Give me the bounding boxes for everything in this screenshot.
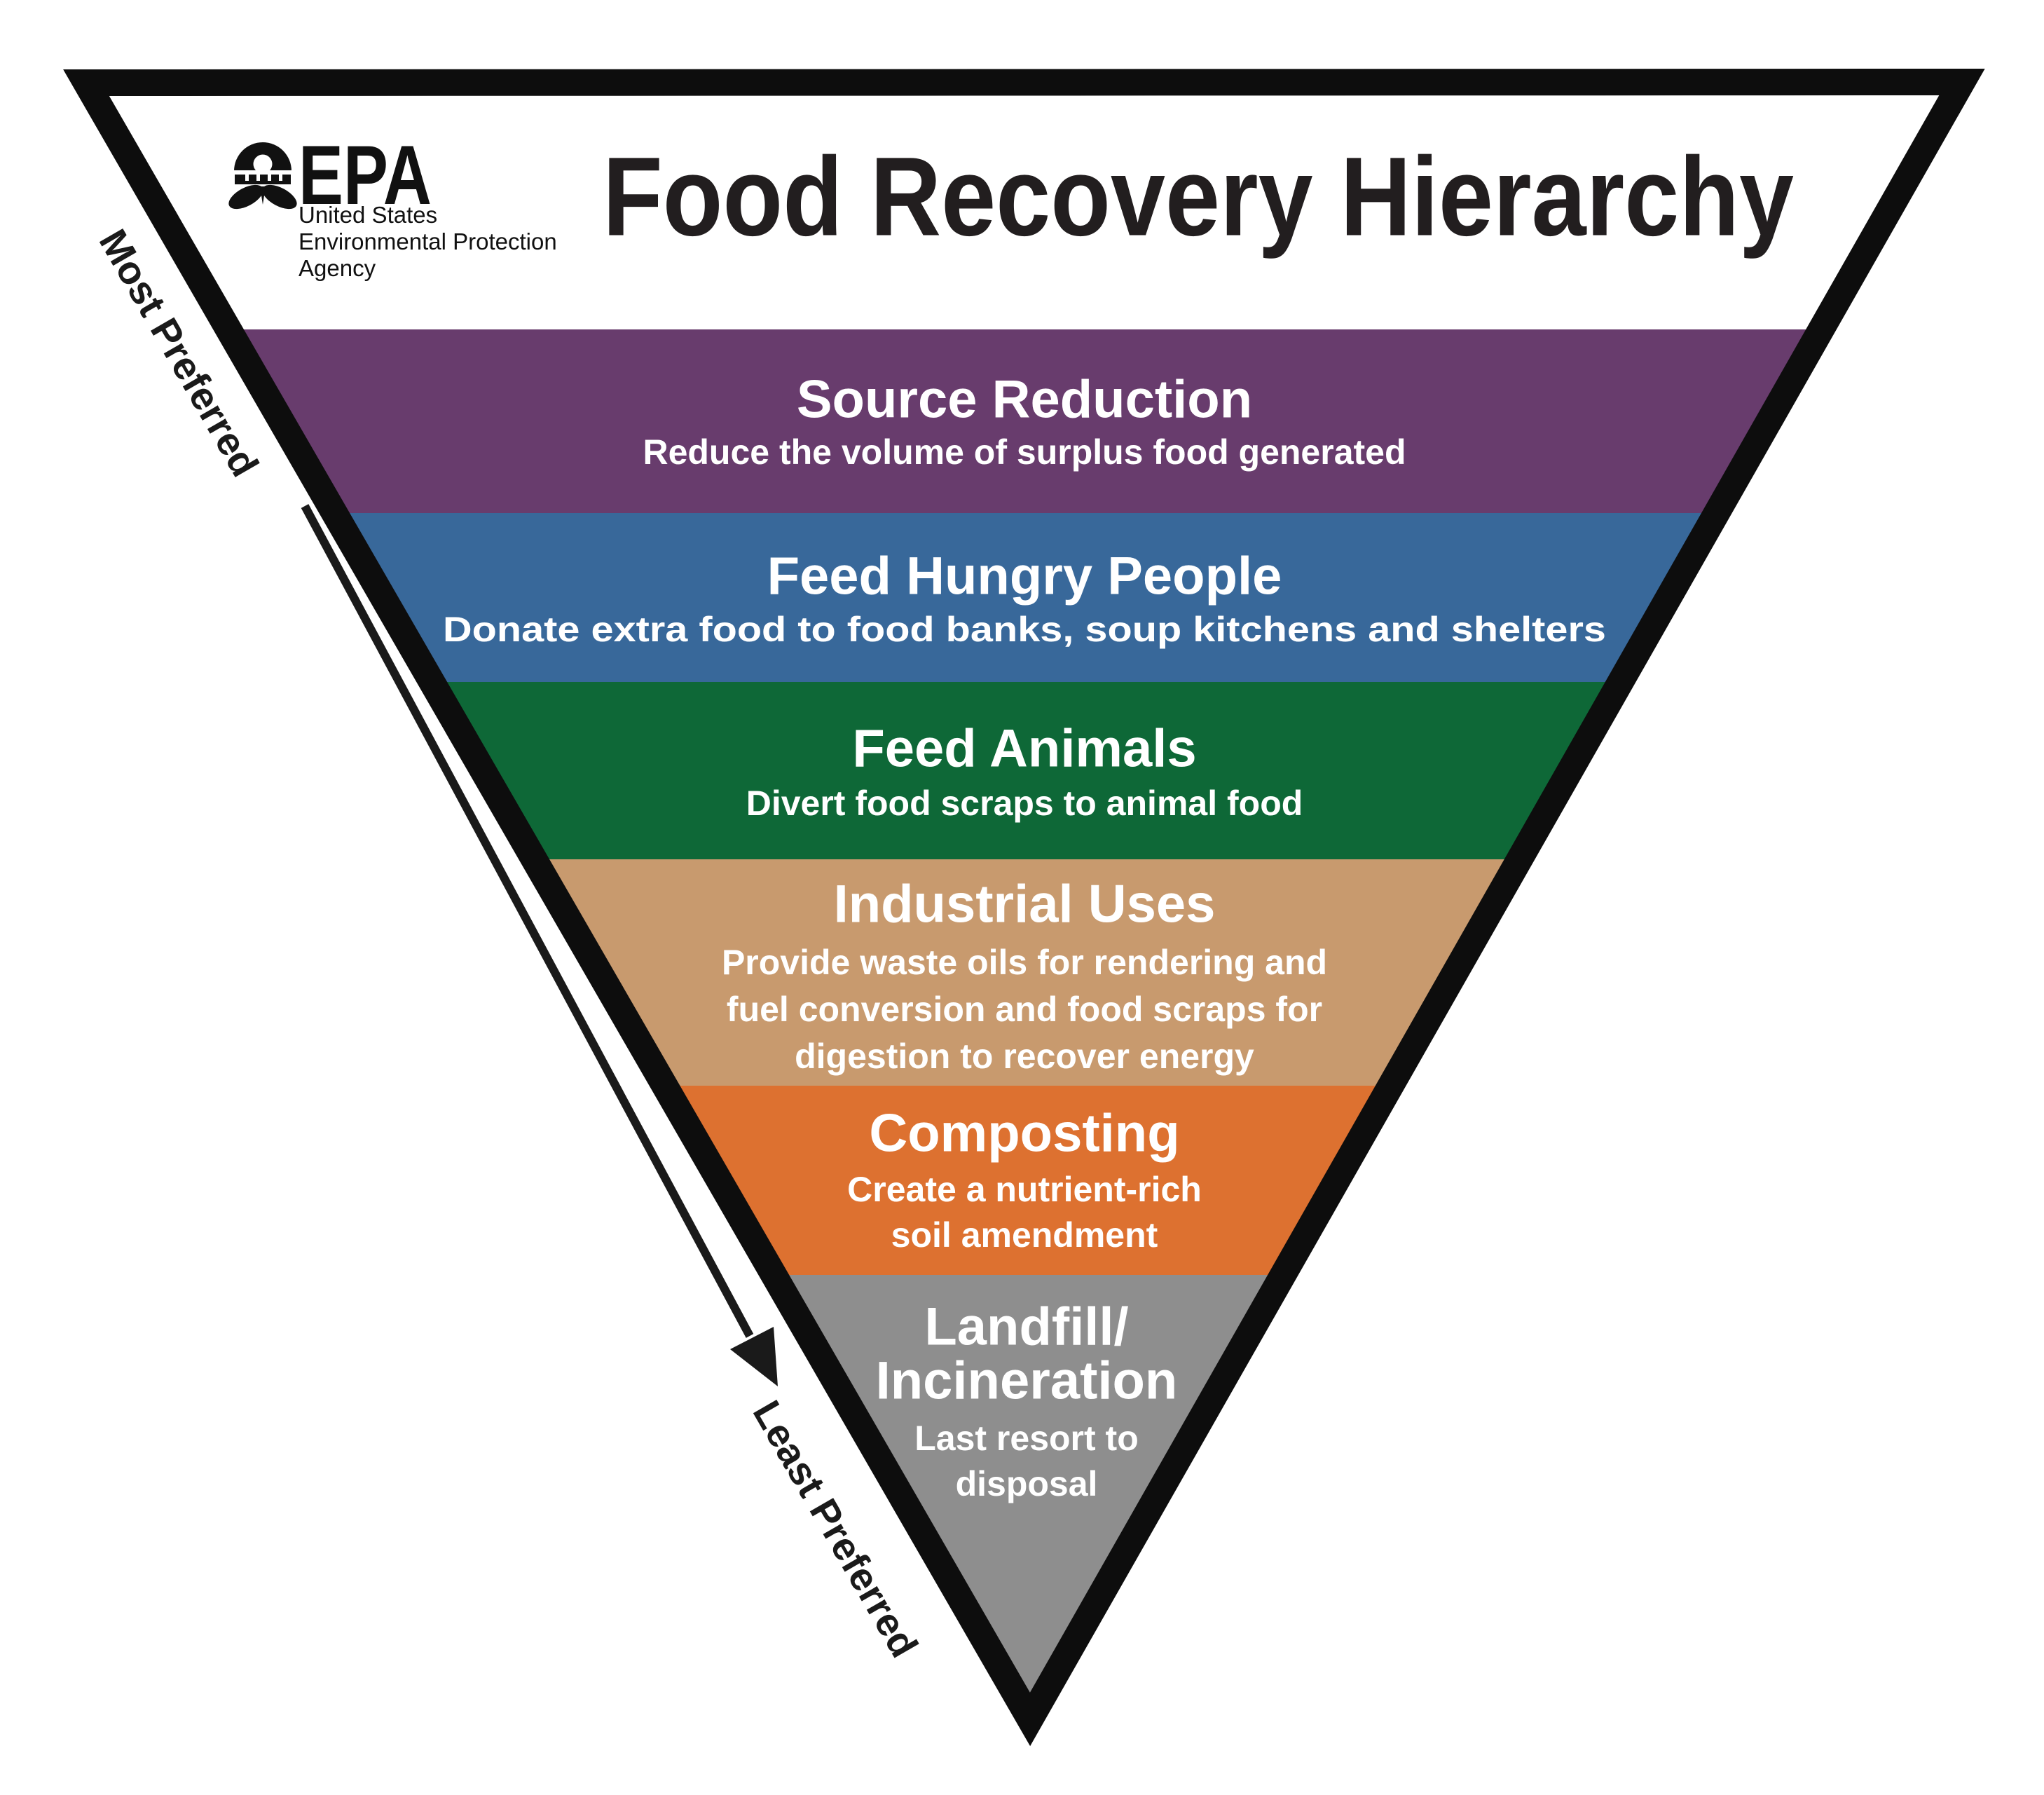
band-desc-industrial-uses-line-1: Provide waste oils for rendering and — [722, 943, 1327, 982]
page-title: Food Recovery Hierarchy — [603, 134, 1794, 259]
band-desc-feed-animals: Divert food scraps to animal food — [746, 784, 1303, 823]
epa-flower-icon — [228, 142, 297, 210]
band-desc-industrial-uses-line-2: fuel conversion and food scraps for — [727, 990, 1322, 1029]
band-desc-industrial-uses-line-3: digestion to recover energy — [795, 1037, 1254, 1076]
epa-org-line-1: United States — [299, 202, 437, 228]
band-shape-source-reduction — [86, 329, 1962, 513]
band-title-composting: Composting — [869, 1104, 1179, 1163]
epa-org-line-3: Agency — [299, 255, 376, 281]
preference-arrowhead-icon — [730, 1327, 778, 1386]
band-desc-landfill-line-1: Last resort to — [914, 1419, 1139, 1458]
band-desc-landfill-line-2: disposal — [956, 1464, 1098, 1503]
epa-wordmark: EPA — [299, 128, 432, 222]
band-title-landfill-line-1: Landfill/ — [924, 1297, 1128, 1357]
pyramid-outline — [63, 68, 1985, 1747]
band-title-landfill-line-2: Incineration — [876, 1351, 1178, 1411]
epa-org-line-2: Environmental Protection — [299, 228, 557, 254]
band-title-feed-hungry-people: Feed Hungry People — [767, 547, 1282, 606]
band-desc-composting-line-2: soil amendment — [891, 1215, 1158, 1255]
band-desc-feed-hungry-people: Donate extra food to food banks, soup ki… — [443, 610, 1606, 649]
band-desc-composting-line-1: Create a nutrient-rich — [847, 1170, 1202, 1209]
preference-arrow-shaft — [301, 504, 754, 1338]
band-title-source-reduction: Source Reduction — [797, 370, 1252, 430]
band-title-industrial-uses: Industrial Uses — [834, 875, 1216, 934]
band-desc-source-reduction: Reduce the volume of surplus food genera… — [643, 432, 1406, 472]
band-labels: Source Reduction Reduce the volume of su… — [443, 370, 1606, 1504]
epa-logo: EPA United States Environmental Protecti… — [228, 128, 557, 281]
band-title-feed-animals: Feed Animals — [852, 719, 1196, 779]
